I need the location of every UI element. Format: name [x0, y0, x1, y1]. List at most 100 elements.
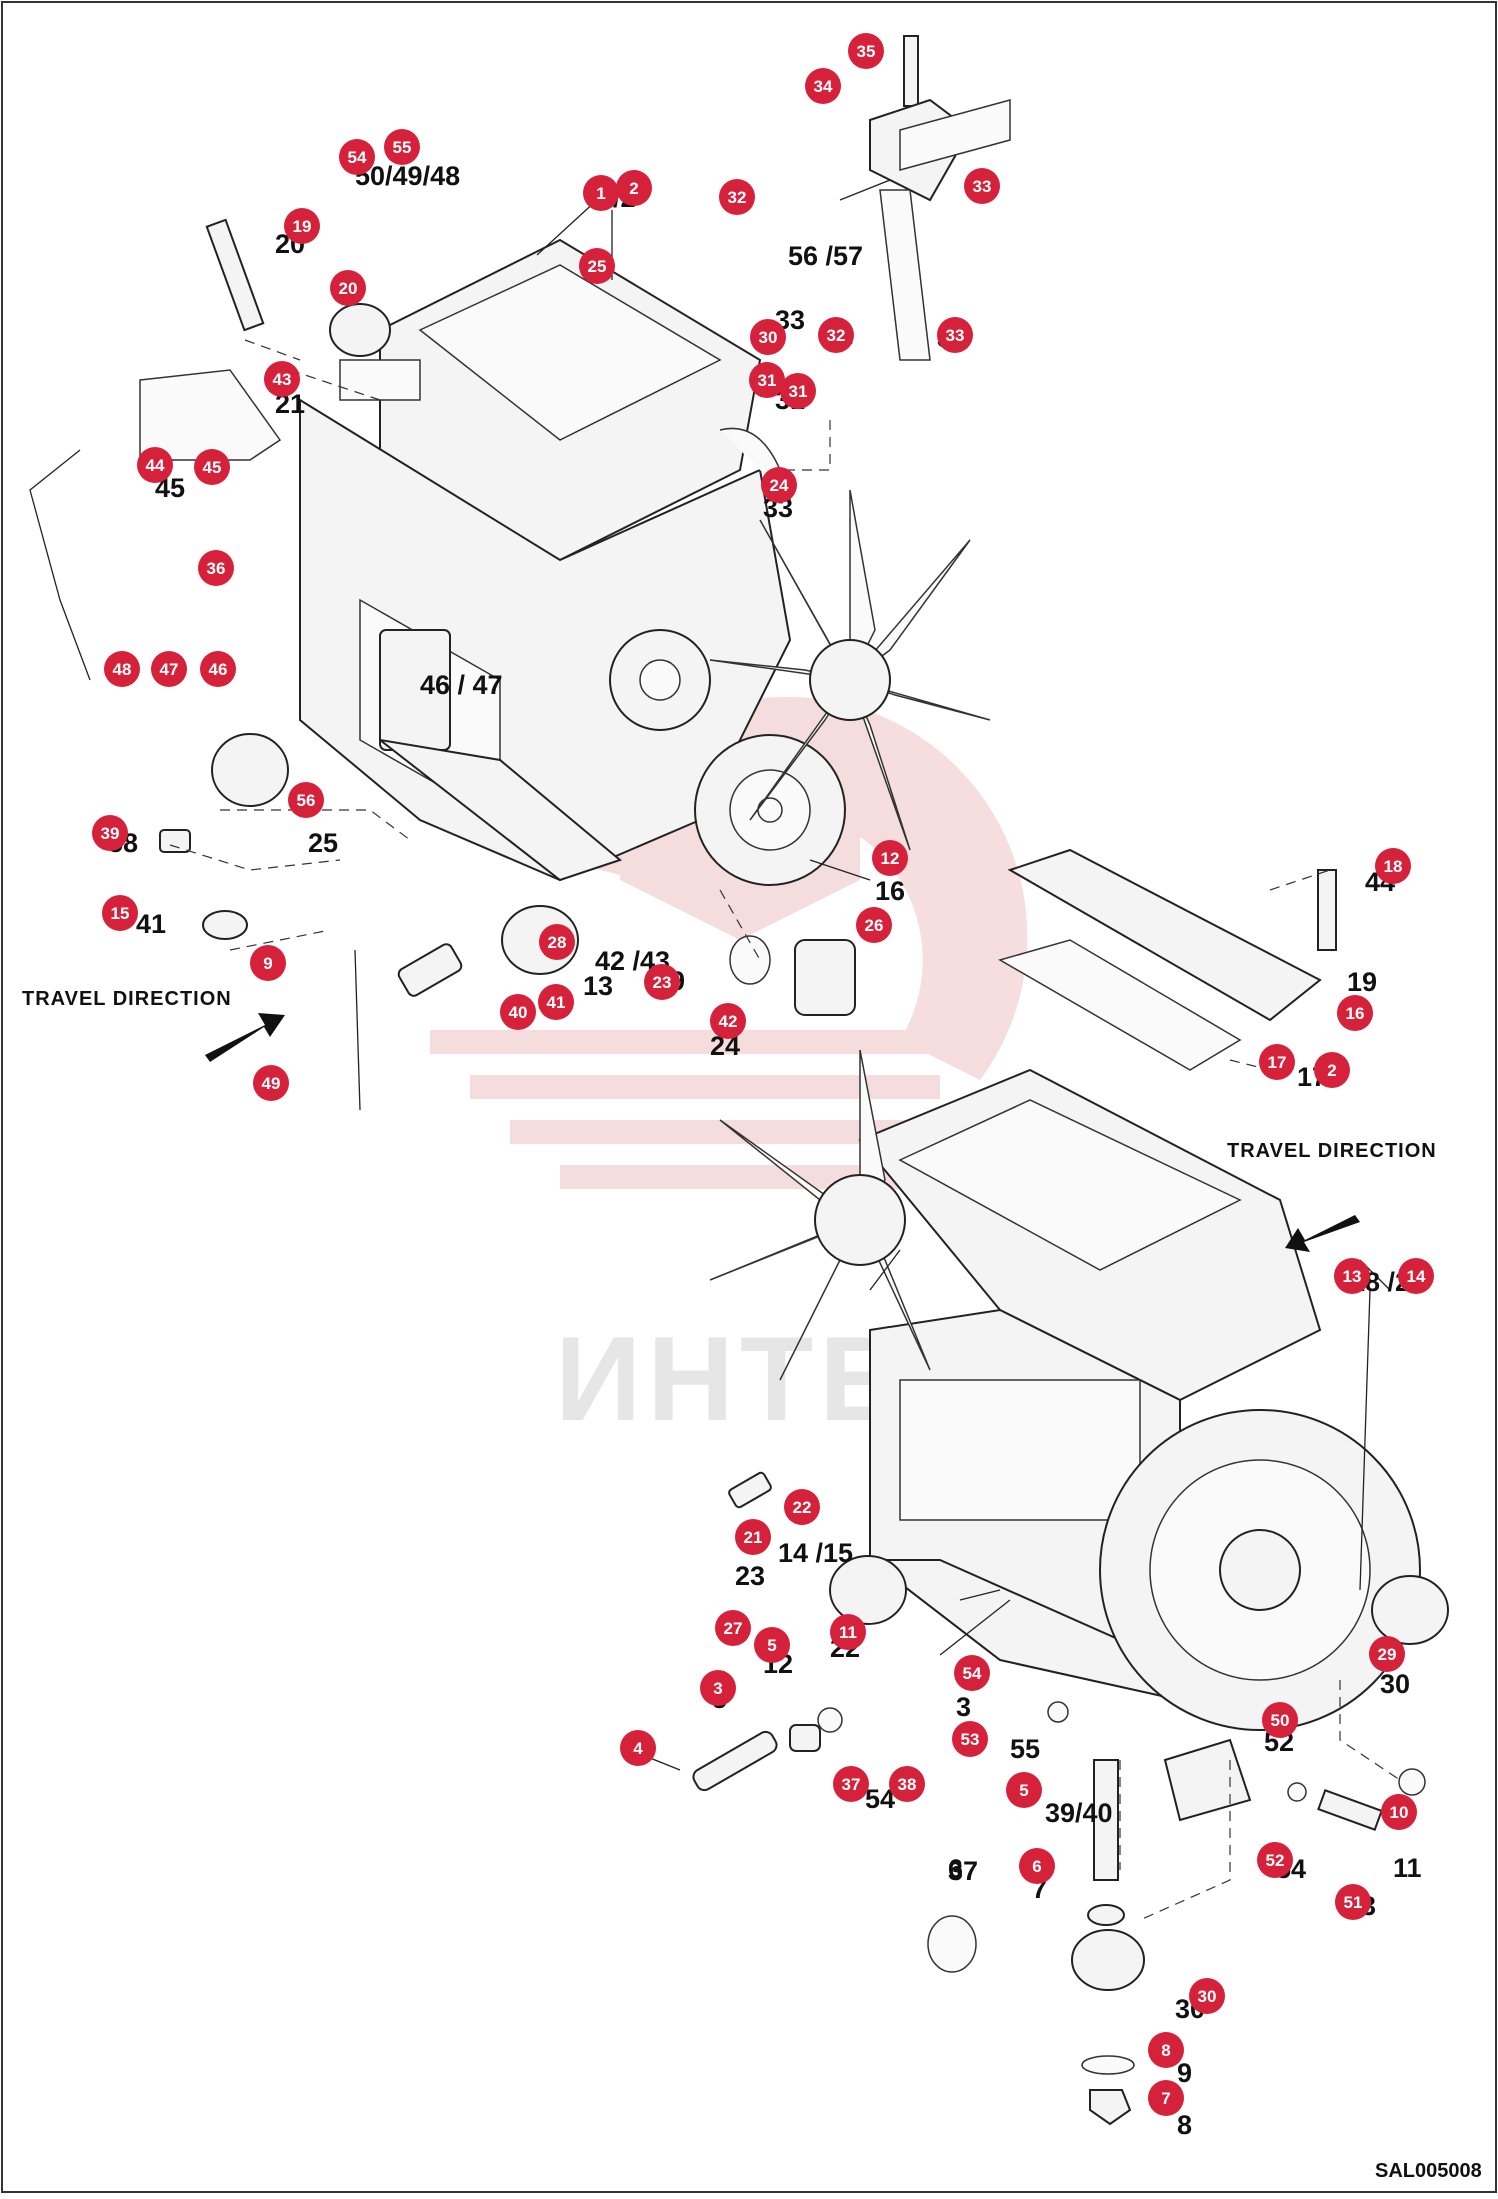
- callout-marker[interactable]: 1: [583, 175, 619, 211]
- printed-part-number: 6: [948, 1854, 963, 1884]
- callout-circle: [1369, 1636, 1405, 1672]
- callout-number: 26: [865, 916, 884, 935]
- callout-marker[interactable]: 17: [1259, 1044, 1295, 1080]
- callout-marker[interactable]: 8: [1148, 2032, 1184, 2068]
- callout-marker[interactable]: 6: [1019, 1848, 1055, 1884]
- callout-marker[interactable]: 24: [761, 467, 797, 503]
- callout-number: 38: [898, 1775, 917, 1794]
- callout-marker[interactable]: 40: [500, 994, 536, 1030]
- callout-circle: [805, 68, 841, 104]
- callout-marker[interactable]: 7: [1148, 2080, 1184, 2116]
- callout-marker[interactable]: 47: [151, 651, 187, 687]
- callout-number: 3: [713, 1679, 722, 1698]
- callout-number: 36: [207, 559, 226, 578]
- callout-marker[interactable]: 39: [92, 815, 128, 851]
- callout-marker[interactable]: 44: [137, 447, 173, 483]
- callout-marker[interactable]: 5: [754, 1627, 790, 1663]
- callout-number: 14: [1407, 1267, 1426, 1286]
- callout-marker[interactable]: 15: [102, 895, 138, 931]
- callout-marker[interactable]: 36: [198, 550, 234, 586]
- callout-marker[interactable]: 22: [784, 1489, 820, 1525]
- callout-number: 16: [1346, 1004, 1365, 1023]
- callout-number: 52: [1266, 1851, 1285, 1870]
- callout-marker[interactable]: 23: [644, 964, 680, 1000]
- callout-marker[interactable]: 41: [538, 984, 574, 1020]
- callout-marker[interactable]: 52: [1257, 1842, 1293, 1878]
- printed-part-number: 14 /15: [778, 1538, 853, 1568]
- upper-engine-assembly: [299, 238, 991, 886]
- callout-marker[interactable]: 11: [830, 1614, 866, 1650]
- callout-number: 46: [209, 660, 228, 679]
- callout-marker[interactable]: 4: [620, 1730, 656, 1766]
- callout-marker[interactable]: 2: [616, 170, 652, 206]
- callout-marker[interactable]: 42: [710, 1003, 746, 1039]
- printed-part-number: 19: [1347, 967, 1377, 997]
- callout-circle: [1019, 1848, 1055, 1884]
- callout-marker[interactable]: 48: [104, 651, 140, 687]
- callout-marker[interactable]: 26: [856, 907, 892, 943]
- callout-marker[interactable]: 30: [1189, 1978, 1225, 2014]
- callout-marker[interactable]: 54: [339, 139, 375, 175]
- callout-marker[interactable]: 21: [735, 1519, 771, 1555]
- callout-marker[interactable]: 9: [250, 945, 286, 981]
- callout-marker[interactable]: 37: [833, 1766, 869, 1802]
- callout-number: 21: [744, 1528, 763, 1547]
- callout-marker[interactable]: 18: [1375, 848, 1411, 884]
- callout-marker[interactable]: 30: [750, 319, 786, 355]
- callout-number: 35: [857, 42, 876, 61]
- callout-marker[interactable]: 32: [818, 317, 854, 353]
- callout-circle: [1398, 1258, 1434, 1294]
- callout-marker[interactable]: 32: [719, 179, 755, 215]
- callout-marker[interactable]: 14: [1398, 1258, 1434, 1294]
- callout-circle: [952, 1721, 988, 1757]
- callout-circle: [330, 270, 366, 306]
- callout-marker[interactable]: 5: [1006, 1772, 1042, 1808]
- callout-marker[interactable]: 43: [264, 361, 300, 397]
- callout-marker[interactable]: 51: [1335, 1884, 1371, 1920]
- callout-marker[interactable]: 12: [872, 840, 908, 876]
- callout-circle: [1337, 995, 1373, 1031]
- callout-circle: [710, 1003, 746, 1039]
- callout-circle: [715, 1610, 751, 1646]
- callout-marker[interactable]: 38: [889, 1766, 925, 1802]
- callout-marker[interactable]: 31: [749, 362, 785, 398]
- callout-marker[interactable]: 50: [1262, 1702, 1298, 1738]
- callout-circle: [253, 1065, 289, 1101]
- callout-marker[interactable]: 54: [954, 1655, 990, 1691]
- callout-number: 17: [1268, 1053, 1287, 1072]
- callout-number: 42: [719, 1012, 738, 1031]
- callout-circle: [1257, 1842, 1293, 1878]
- callout-marker[interactable]: 13: [1334, 1258, 1370, 1294]
- callout-marker[interactable]: 34: [805, 68, 841, 104]
- callout-marker[interactable]: 28: [539, 924, 575, 960]
- callout-number: 1: [596, 184, 605, 203]
- callout-number: 11: [839, 1623, 857, 1642]
- callout-circle: [616, 170, 652, 206]
- callout-marker[interactable]: 55: [384, 129, 420, 165]
- callout-marker[interactable]: 25: [579, 248, 615, 284]
- callout-marker[interactable]: 49: [253, 1065, 289, 1101]
- callout-marker[interactable]: 46: [200, 651, 236, 687]
- callout-marker[interactable]: 3: [700, 1670, 736, 1706]
- callout-marker[interactable]: 29: [1369, 1636, 1405, 1672]
- callout-marker[interactable]: 16: [1337, 995, 1373, 1031]
- callout-number: 31: [789, 382, 808, 401]
- callout-marker[interactable]: 19: [284, 208, 320, 244]
- callout-marker[interactable]: 10: [1381, 1794, 1417, 1830]
- callout-marker[interactable]: 27: [715, 1610, 751, 1646]
- callout-marker[interactable]: 45: [194, 449, 230, 485]
- callout-circle: [104, 651, 140, 687]
- callout-circle: [761, 467, 797, 503]
- callout-marker[interactable]: 33: [937, 317, 973, 353]
- callout-marker[interactable]: 33: [964, 168, 1000, 204]
- callout-marker[interactable]: 31: [780, 373, 816, 409]
- callout-marker[interactable]: 2: [1314, 1052, 1350, 1088]
- callout-marker[interactable]: 20: [330, 270, 366, 306]
- callout-marker[interactable]: 35: [848, 33, 884, 69]
- callout-circle: [200, 651, 236, 687]
- callout-marker[interactable]: 53: [952, 1721, 988, 1757]
- callout-marker[interactable]: 56: [288, 782, 324, 818]
- callout-number: 13: [1343, 1267, 1362, 1286]
- callout-circle: [1189, 1978, 1225, 2014]
